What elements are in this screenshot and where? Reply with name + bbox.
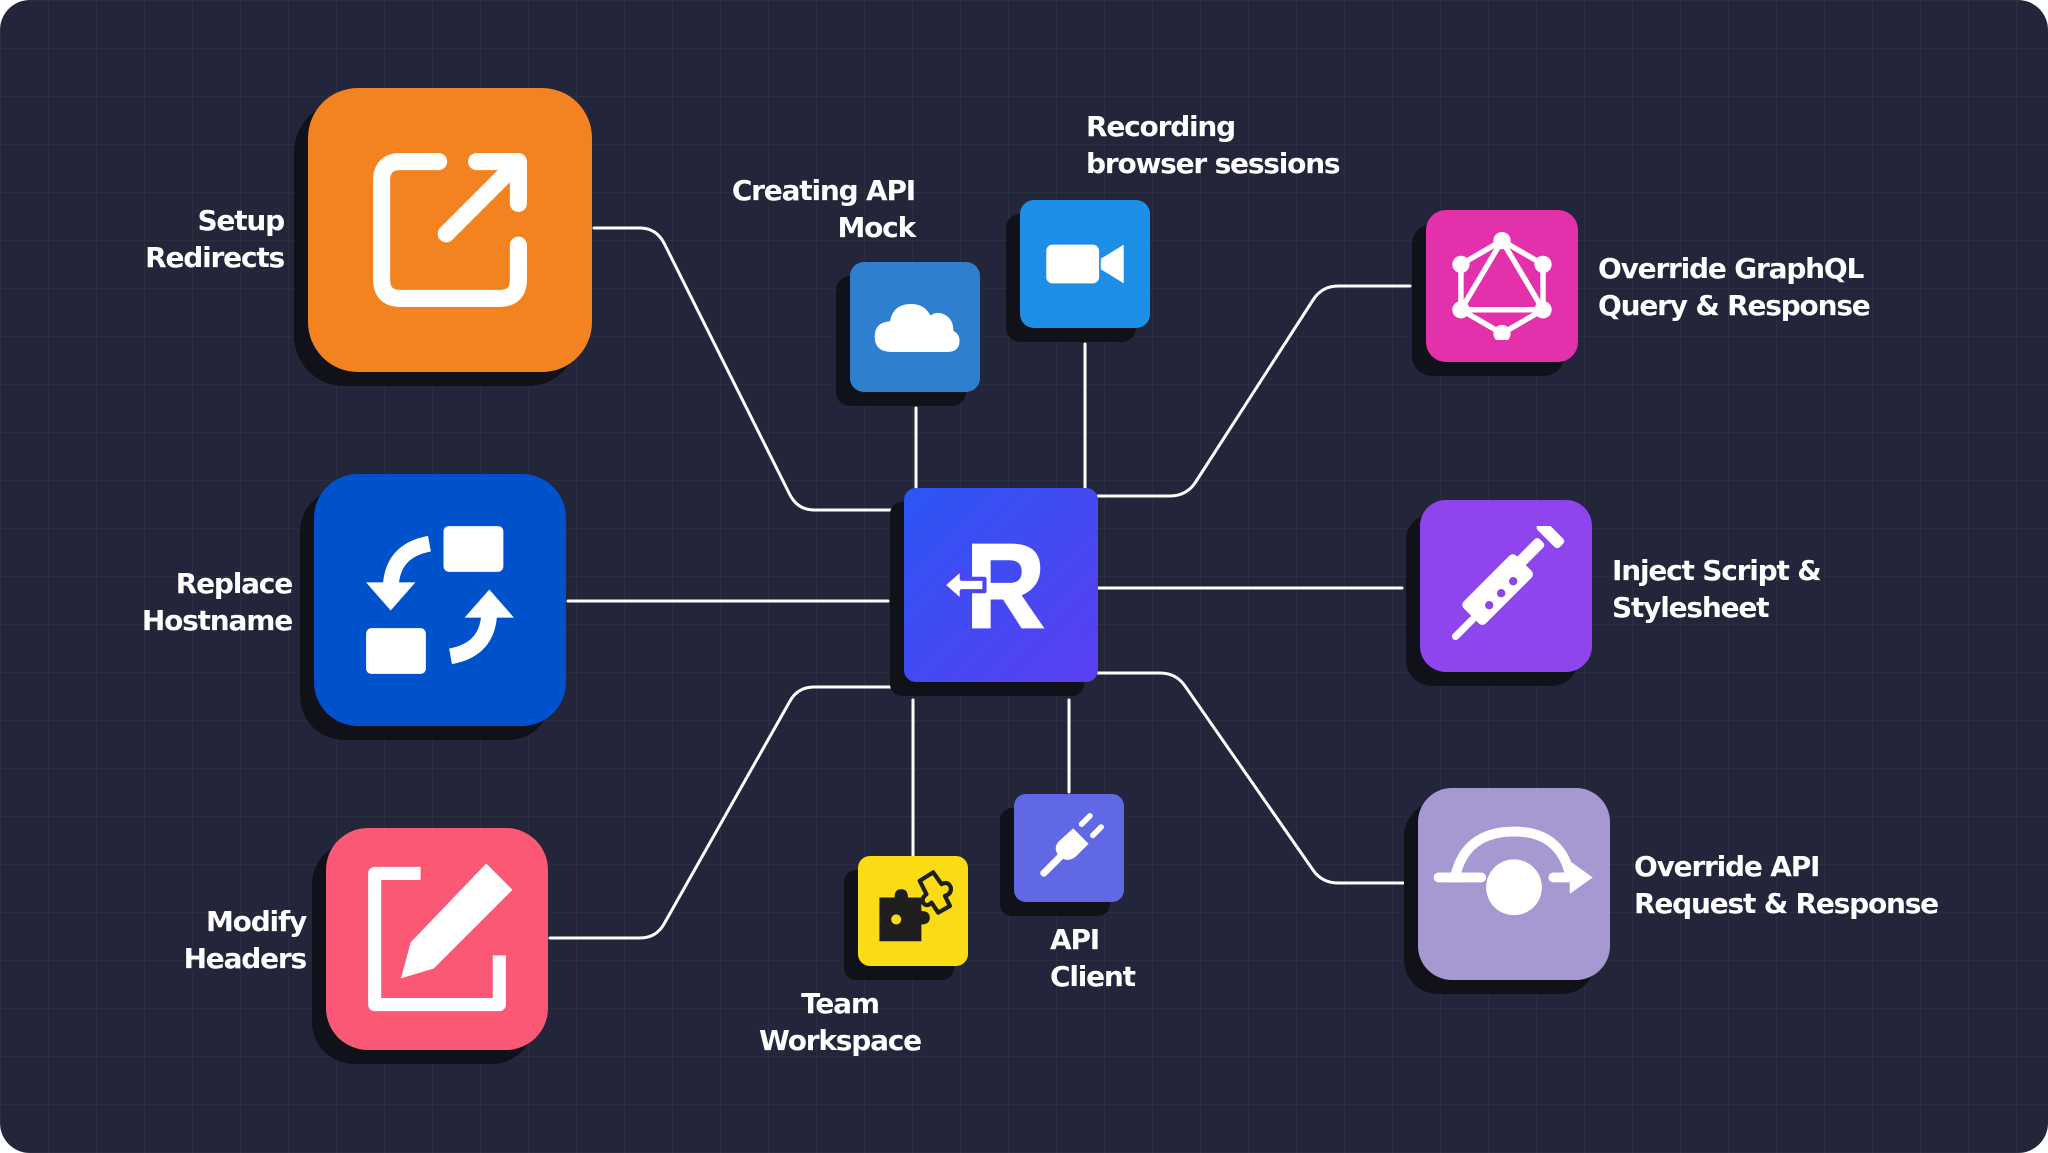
connector-setup-redirects: [592, 226, 904, 512]
override-api-tile[interactable]: [1418, 788, 1610, 980]
external-link-icon: [373, 153, 527, 307]
video-camera-icon: [1046, 244, 1124, 284]
connector-modify-headers: [548, 685, 904, 940]
override-api-label: Override API Request & Response: [1634, 850, 1939, 920]
recording-sessions-tile[interactable]: [1020, 200, 1150, 328]
recording-sessions-label: Recording browser sessions: [1086, 110, 1341, 180]
plug-icon: [1040, 813, 1104, 877]
puzzle-icon: [879, 870, 953, 942]
creating-api-mock-label: Creating API Mock: [731, 174, 916, 244]
team-workspace-label: Team Workspace: [759, 987, 922, 1057]
circle-arrow-icon: [1433, 826, 1593, 916]
requestly-logo-tile: [904, 488, 1098, 682]
setup-redirects-tile[interactable]: [308, 88, 592, 372]
swap-arrows-icon: [366, 526, 514, 674]
api-client-tile[interactable]: [1014, 794, 1124, 902]
graphql-icon: [1452, 232, 1552, 340]
connector-override-graphql: [1096, 284, 1412, 498]
override-graphql-tile[interactable]: [1426, 210, 1578, 362]
syringe-icon: [1452, 526, 1565, 640]
modify-headers-label: Modify Headers: [183, 905, 308, 975]
setup-redirects-label: Setup Redirects: [145, 204, 285, 274]
connector-override-api: [1096, 671, 1412, 885]
creating-api-mock-tile[interactable]: [850, 262, 980, 392]
team-workspace-tile[interactable]: [858, 856, 968, 966]
modify-headers-tile[interactable]: [326, 828, 548, 1050]
replace-hostname-label: Replace Hostname: [141, 567, 293, 637]
replace-hostname-tile[interactable]: [314, 474, 566, 726]
override-graphql-label: Override GraphQL Query & Response: [1598, 252, 1871, 322]
edit-pencil-icon: [368, 863, 513, 1012]
cloud-icon: [874, 303, 960, 352]
requestly-logo-icon: [941, 543, 1045, 629]
inject-script-label: Inject Script & Stylesheet: [1612, 554, 1822, 624]
inject-script-tile[interactable]: [1420, 500, 1592, 672]
api-client-label: API Client: [1050, 923, 1136, 993]
